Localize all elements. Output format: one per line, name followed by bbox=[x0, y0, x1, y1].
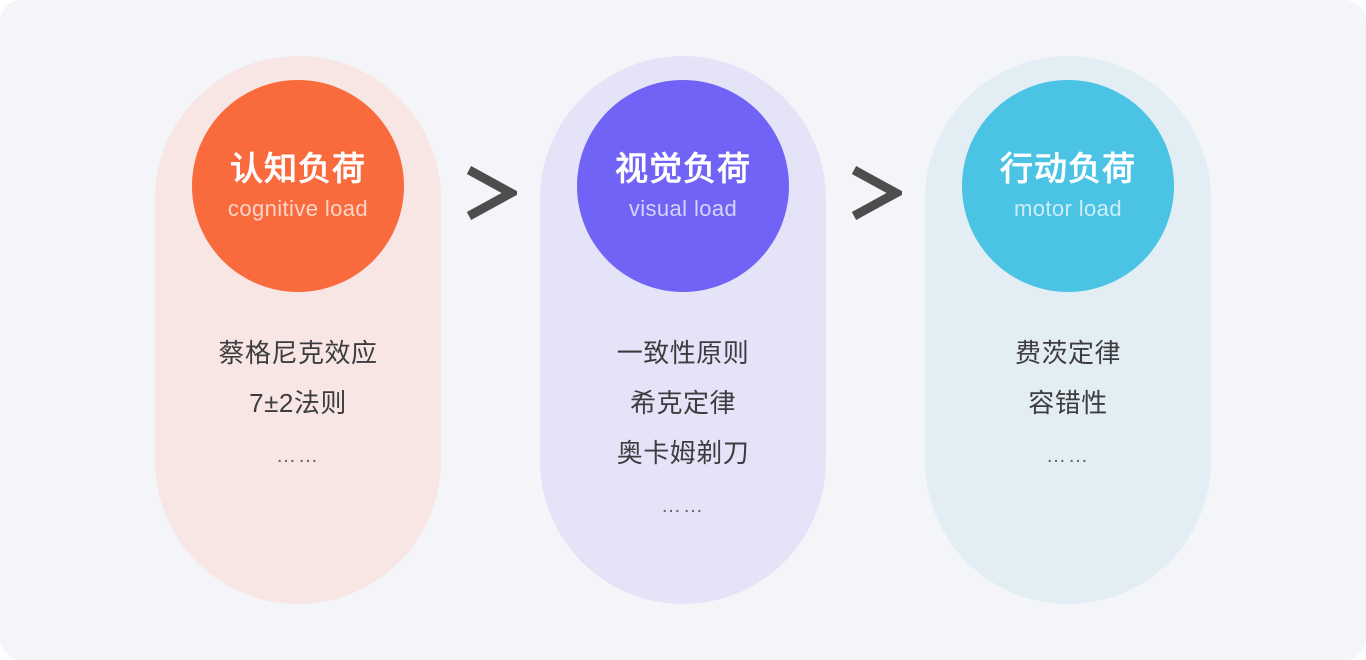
chevron-right-icon bbox=[466, 166, 517, 220]
principle-item: 费茨定律 bbox=[1014, 338, 1121, 368]
separator-2 bbox=[826, 56, 925, 604]
separator-1 bbox=[441, 56, 540, 604]
load-circle-visual: 视觉负荷 visual load bbox=[577, 80, 789, 292]
principle-list-visual: 一致性原则希克定律奥卡姆剃刀 …… bbox=[540, 340, 826, 516]
load-circle-cognitive: 认知负荷 cognitive load bbox=[192, 80, 404, 292]
principle-list-cognitive: 蔡格尼克效应 7±2法则 …… bbox=[155, 340, 441, 466]
load-subtitle-motor: motor load bbox=[1014, 196, 1122, 222]
principle-item: 容错性 bbox=[1028, 388, 1108, 418]
load-card-visual: 视觉负荷 visual load 一致性原则希克定律奥卡姆剃刀 …… bbox=[540, 56, 826, 604]
principle-item: 蔡格尼克效应 bbox=[218, 338, 378, 368]
principle-item: 奥卡姆剃刀 bbox=[616, 438, 750, 468]
principle-list-motor: 费茨定律容错性 …… bbox=[925, 340, 1211, 466]
load-subtitle-visual: visual load bbox=[628, 196, 738, 222]
load-title-visual: 视觉负荷 bbox=[615, 149, 751, 187]
principle-ellipsis: …… bbox=[276, 445, 320, 467]
principle-item: 希克定律 bbox=[629, 388, 736, 418]
load-circle-motor: 行动负荷 motor load bbox=[962, 80, 1174, 292]
principle-item: 一致性原则 bbox=[616, 338, 750, 368]
load-title-cognitive: 认知负荷 bbox=[230, 149, 366, 187]
principle-ellipsis: …… bbox=[1046, 445, 1090, 467]
principle-item: 7±2法则 bbox=[249, 388, 347, 418]
load-card-cognitive: 认知负荷 cognitive load 蔡格尼克效应 7±2法则 …… bbox=[155, 56, 441, 604]
chevron-right-icon bbox=[851, 166, 902, 220]
load-card-motor: 行动负荷 motor load 费茨定律容错性 …… bbox=[925, 56, 1211, 604]
load-title-motor: 行动负荷 bbox=[1000, 149, 1136, 187]
load-subtitle-cognitive: cognitive load bbox=[227, 196, 369, 222]
principle-ellipsis: …… bbox=[661, 495, 705, 517]
